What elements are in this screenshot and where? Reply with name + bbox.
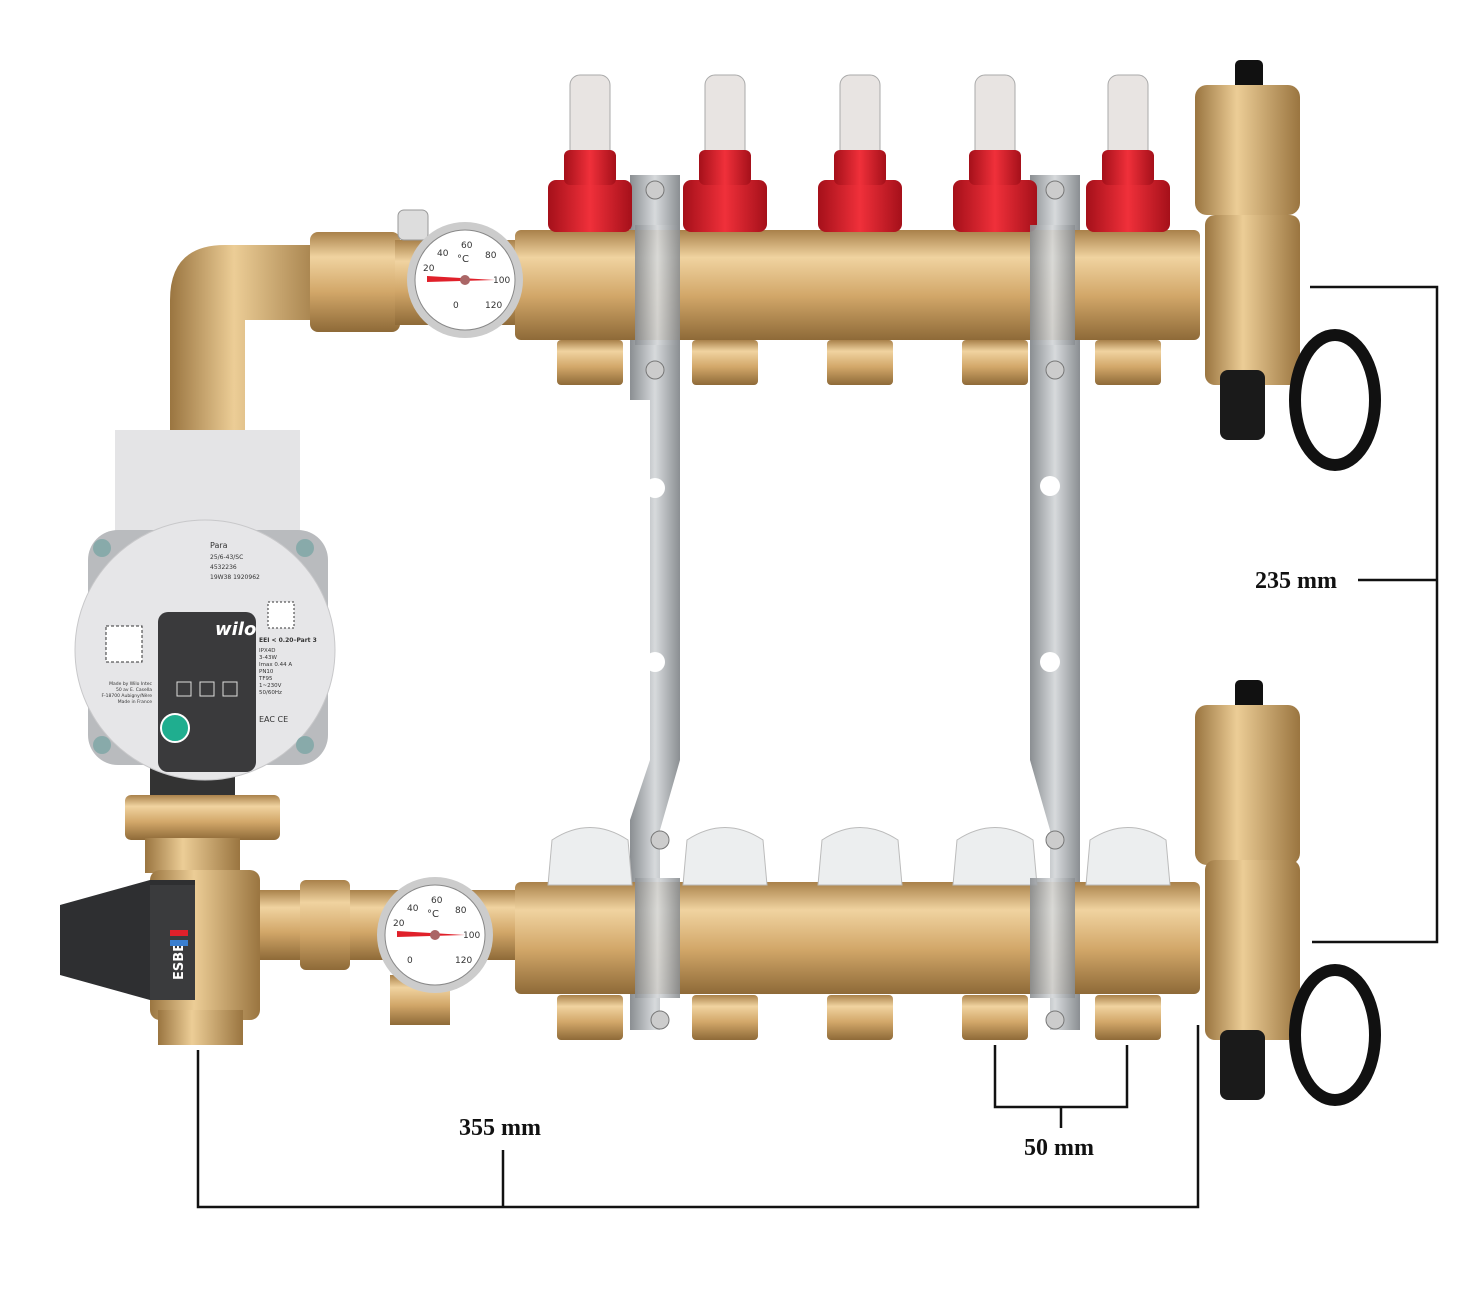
svg-text:80: 80: [455, 906, 467, 916]
svg-text:40: 40: [437, 249, 449, 259]
flowmeter: [1086, 74, 1170, 232]
air-vent-bottom: [1195, 680, 1381, 1106]
valve-cap: [1085, 827, 1171, 886]
circulation-pump: Para 25/6-43/SC 4532236 19W38 1920962 wi…: [74, 430, 336, 873]
outlet-fitting: [557, 995, 623, 1040]
svg-text:80: 80: [485, 251, 497, 261]
svg-text:50 av E. Casella: 50 av E. Casella: [116, 687, 152, 693]
flowmeter: [818, 74, 902, 232]
svg-text:19W38 1920962: 19W38 1920962: [210, 574, 260, 581]
svg-text:25/6-43/SC: 25/6-43/SC: [210, 554, 243, 561]
svg-text:Made in France: Made in France: [118, 699, 152, 705]
svg-text:TF95: TF95: [258, 676, 273, 682]
svg-text:F-18700 Aubigny/Nère: F-18700 Aubigny/Nère: [101, 692, 152, 699]
svg-text:Made by Wilo Intec: Made by Wilo Intec: [109, 681, 152, 687]
svg-text:40: 40: [407, 904, 419, 914]
dimension-width-label: 355 mm: [459, 1115, 541, 1141]
svg-text:4532236: 4532236: [210, 564, 237, 571]
outlet-fitting: [692, 995, 758, 1040]
outlet-fitting: [962, 995, 1028, 1040]
valve-cap: [547, 827, 633, 886]
svg-text:0: 0: [407, 956, 413, 966]
flowmeter: [953, 74, 1037, 232]
dimension-width: [196, 1025, 1200, 1209]
outlet-fitting: [827, 995, 893, 1040]
mixing-valve: ESBE: [60, 870, 260, 1045]
dimension-height-label: 235 mm: [1255, 568, 1337, 594]
svg-text:PN10: PN10: [259, 669, 274, 675]
flowmeter: [548, 74, 632, 232]
svg-text:0: 0: [453, 301, 459, 311]
esbe-logo: ESBE: [172, 943, 187, 980]
svg-text:20: 20: [393, 919, 405, 929]
outlet-fitting: [1095, 995, 1161, 1040]
dimension-spacing-label: 50 mm: [1024, 1135, 1094, 1161]
svg-text:EEI < 0.20–Part 3: EEI < 0.20–Part 3: [259, 637, 317, 644]
air-vent-top: [1195, 60, 1381, 471]
thermometer-bottom: °C 0 20 40 60 80 100 120: [377, 877, 493, 993]
pump-brand-logo: wilo: [215, 619, 256, 640]
mounting-brackets: [630, 175, 1080, 1030]
bracket-straps: [635, 180, 1075, 1030]
svg-text:°C: °C: [457, 254, 469, 265]
valve-cap: [817, 827, 903, 886]
dimension-height: [1310, 285, 1439, 944]
svg-text:60: 60: [461, 241, 473, 251]
svg-text:Para: Para: [210, 541, 228, 550]
dimension-spacing: [993, 1045, 1129, 1128]
svg-text:3-43W: 3-43W: [259, 655, 277, 661]
svg-text:60: 60: [431, 896, 443, 906]
outlet-fitting: [692, 340, 758, 385]
outlet-fitting: [1095, 340, 1161, 385]
outlet-fitting: [827, 340, 893, 385]
svg-text:IPX4D: IPX4D: [259, 648, 275, 654]
svg-text:120: 120: [455, 956, 472, 966]
pump-button[interactable]: [160, 713, 190, 743]
supply-manifold: [515, 74, 1200, 385]
svg-text:100: 100: [463, 931, 480, 941]
valve-cap: [682, 827, 768, 886]
svg-text:50/60Hz: 50/60Hz: [259, 690, 282, 696]
flowmeter: [683, 74, 767, 232]
valve-cap: [952, 827, 1038, 886]
svg-text:°C: °C: [427, 909, 439, 920]
outlet-fitting: [962, 340, 1028, 385]
svg-text:120: 120: [485, 301, 502, 311]
svg-text:20: 20: [423, 264, 435, 274]
svg-text:EAC CE: EAC CE: [259, 715, 288, 724]
svg-text:1~230V: 1~230V: [259, 683, 282, 689]
outlet-fitting: [557, 340, 623, 385]
svg-text:100: 100: [493, 276, 510, 286]
thermometer-top: °C 0 20 40 60 80 100 120: [407, 222, 523, 338]
svg-text:Imax 0.44 A: Imax 0.44 A: [259, 662, 292, 668]
